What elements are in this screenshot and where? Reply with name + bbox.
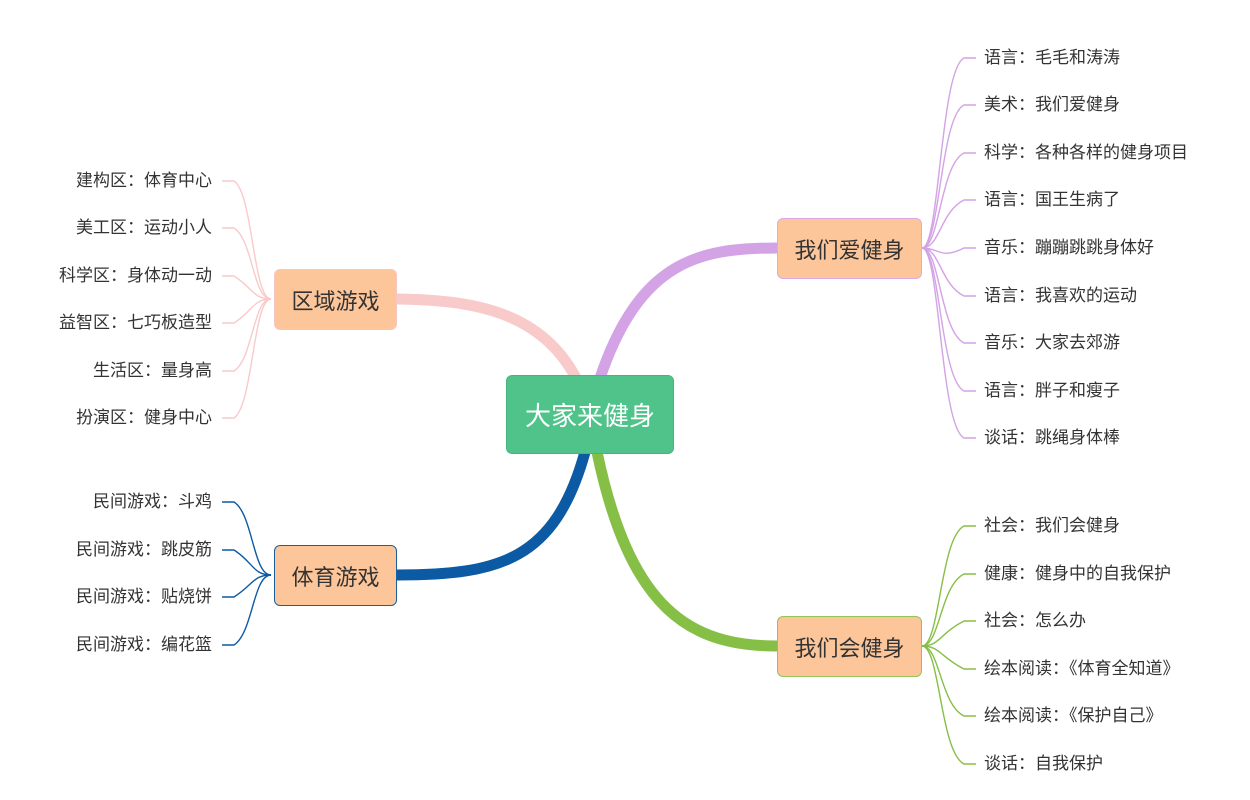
leaf-sport-4[interactable]: 民间游戏：编花篮	[76, 635, 212, 655]
leaf-will-2[interactable]: 健康：健身中的自我保护	[984, 564, 1171, 584]
leaf-connector-zone-3	[222, 275, 272, 300]
leaf-connector-love-3	[921, 152, 976, 249]
leaf-connector-will-3	[921, 620, 976, 647]
leaf-will-1[interactable]: 社会：我们会健身	[984, 516, 1120, 536]
leaf-sport-1[interactable]: 民间游戏：斗鸡	[93, 492, 212, 512]
leaf-will-4[interactable]: 绘本阅读：《体育全知道》	[984, 659, 1180, 679]
leaf-connector-will-2	[921, 573, 976, 647]
branch-sport-games[interactable]: 体育游戏	[274, 545, 397, 606]
leaf-connector-zone-2	[222, 227, 272, 300]
leaf-sport-3[interactable]: 民间游戏：贴烧饼	[76, 587, 212, 607]
branch-we-love-fitness[interactable]: 我们爱健身	[777, 218, 922, 279]
leaf-zone-3[interactable]: 科学区：身体动一动	[59, 266, 212, 286]
leaf-connector-zone-1	[222, 180, 272, 300]
branch-zone-games[interactable]: 区域游戏	[274, 269, 397, 330]
leaf-connector-love-7	[921, 247, 976, 344]
leaf-will-6[interactable]: 谈话：自我保护	[984, 754, 1103, 774]
leaf-zone-1[interactable]: 建构区：体育中心	[76, 171, 212, 191]
leaf-connector-zone-4	[222, 298, 272, 324]
leaf-connector-will-4	[921, 645, 976, 670]
connector-center-will	[591, 446, 783, 652]
leaf-connector-zone-6	[222, 298, 272, 419]
connector-center-sport	[391, 446, 591, 581]
leaf-connector-love-2	[921, 104, 976, 249]
connector-center-zone	[391, 293, 582, 384]
leaf-connector-will-6	[921, 645, 976, 765]
leaf-will-5[interactable]: 绘本阅读：《保护自己》	[984, 706, 1163, 726]
leaf-connector-will-1	[921, 525, 976, 647]
leaf-love-3[interactable]: 科学：各种各样的健身项目	[984, 143, 1188, 163]
leaf-connector-love-6	[921, 247, 976, 297]
leaf-sport-2[interactable]: 民间游戏：跳皮筋	[76, 540, 212, 560]
leaf-will-3[interactable]: 社会：怎么办	[984, 611, 1086, 631]
leaf-love-6[interactable]: 语言：我喜欢的运动	[984, 286, 1137, 306]
leaf-connector-sport-1	[222, 501, 272, 576]
leaf-love-5[interactable]: 音乐：蹦蹦跳跳身体好	[984, 238, 1154, 258]
leaf-love-9[interactable]: 谈话：跳绳身体棒	[984, 428, 1120, 448]
leaf-zone-2[interactable]: 美工区：运动小人	[76, 218, 212, 238]
leaf-zone-4[interactable]: 益智区：七巧板造型	[59, 313, 212, 333]
leaf-love-4[interactable]: 语言：国王生病了	[984, 190, 1120, 210]
connector-center-love	[594, 242, 783, 384]
leaf-connector-sport-4	[222, 574, 272, 646]
leaf-connector-love-9	[921, 247, 976, 439]
leaf-love-8[interactable]: 语言：胖子和瘦子	[984, 381, 1120, 401]
leaf-zone-6[interactable]: 扮演区：健身中心	[76, 408, 212, 428]
leaf-connector-love-4	[921, 199, 976, 249]
leaf-connector-sport-3	[222, 574, 272, 598]
leaf-love-7[interactable]: 音乐：大家去郊游	[984, 333, 1120, 353]
branch-we-can-exercise[interactable]: 我们会健身	[777, 616, 922, 677]
leaf-connector-sport-2	[222, 549, 272, 576]
leaf-connector-will-5	[921, 645, 976, 717]
leaf-connector-love-1	[921, 57, 976, 249]
leaf-connector-zone-5	[222, 298, 272, 372]
leaf-zone-5[interactable]: 生活区：量身高	[93, 361, 212, 381]
central-topic[interactable]: 大家来健身	[506, 375, 674, 454]
leaf-love-2[interactable]: 美术：我们爱健身	[984, 95, 1120, 115]
leaf-love-1[interactable]: 语言：毛毛和涛涛	[984, 48, 1120, 68]
leaf-connector-love-8	[921, 247, 976, 392]
